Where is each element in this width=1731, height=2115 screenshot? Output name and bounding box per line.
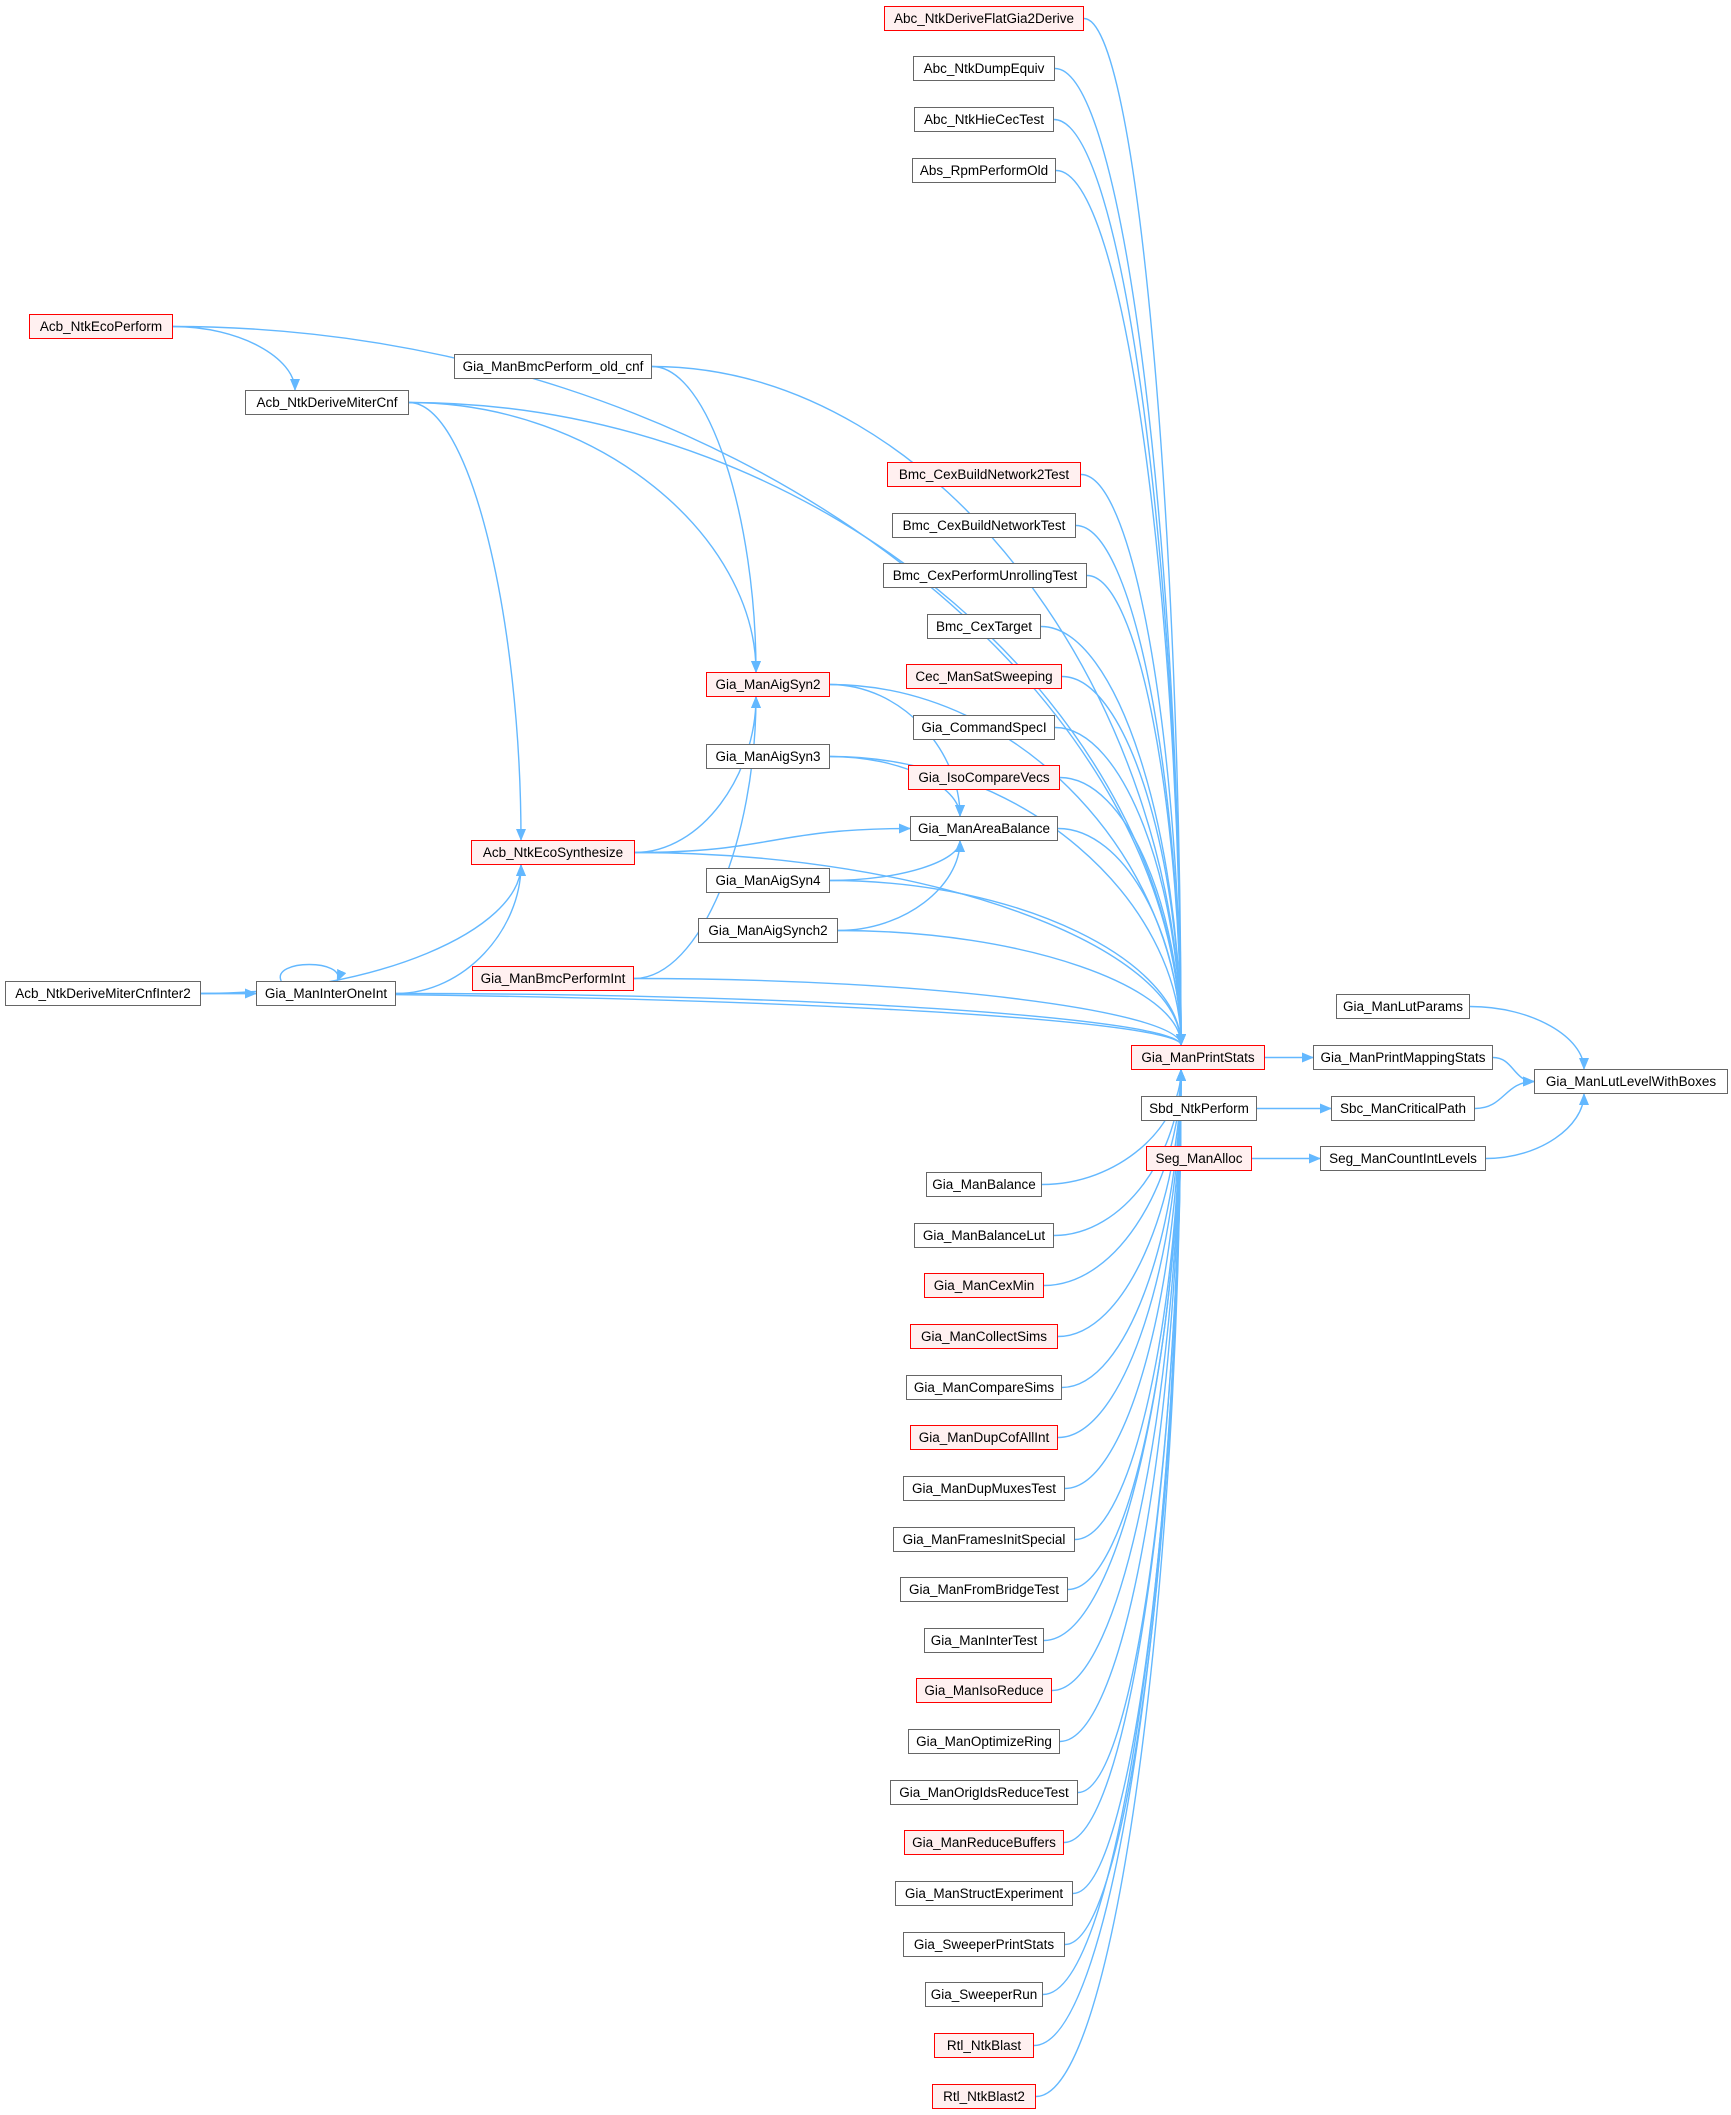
- node-gia-manstructexperiment[interactable]: Gia_ManStructExperiment: [895, 1881, 1073, 1906]
- edge-inter-one-int-to-acb-eco-synth: [395, 864, 526, 995]
- node-gia-manbalance[interactable]: Gia_ManBalance: [926, 1172, 1042, 1197]
- edge-bmc-perform-int-to-print-stats: [633, 977, 1186, 1046]
- node-gia-mandupmuxestest[interactable]: Gia_ManDupMuxesTest: [903, 1476, 1065, 1501]
- edge-acb-eco-synth-to-print-stats: [634, 851, 1186, 1046]
- edge-abc-derive-flat-to-print-stats: [1083, 17, 1186, 1046]
- node-gia-manbmcperform-old-cnf[interactable]: Gia_ManBmcPerform_old_cnf: [454, 354, 652, 379]
- node-gia-sweeperrun[interactable]: Gia_SweeperRun: [925, 1982, 1043, 2007]
- node-abc-ntkderiveflatgia2derive[interactable]: Abc_NtkDeriveFlatGia2Derive: [884, 6, 1084, 31]
- edge-inter-test-to-print-stats: [1043, 1069, 1186, 1642]
- node-gia-manframesinitspecial[interactable]: Gia_ManFramesInitSpecial: [893, 1527, 1075, 1552]
- node-gia-manoptimizering[interactable]: Gia_ManOptimizeRing: [908, 1729, 1060, 1754]
- edge-collect-sims-to-print-stats: [1057, 1069, 1186, 1338]
- edge-iso-reduce-to-print-stats: [1051, 1069, 1186, 1692]
- node-gia-manareabalance[interactable]: Gia_ManAreaBalance: [910, 816, 1058, 841]
- edge-abs-rpm-to-print-stats: [1055, 169, 1186, 1046]
- edge-acb-eco-perform-to-acb-derive-miter-cnf: [172, 325, 300, 391]
- edge-rtl-blast2-to-print-stats: [1035, 1069, 1186, 2098]
- edge-compare-sims-to-print-stats: [1061, 1069, 1186, 1389]
- edge-sbc-critical-path-to-lut-level-with-boxes: [1474, 1076, 1535, 1110]
- node-sbd-ntkperform[interactable]: Sbd_NtkPerform: [1141, 1096, 1257, 1121]
- edge-acb-eco-perform-to-print-stats: [172, 325, 1186, 1046]
- edge-inter-one-int-to-inter-one-int: [279, 963, 347, 982]
- node-gia-isocomparevecs[interactable]: Gia_IsoCompareVecs: [908, 765, 1060, 790]
- node-bmc-cexperformunrollingtest[interactable]: Bmc_CexPerformUnrollingTest: [883, 563, 1087, 588]
- node-gia-manaigsyn3[interactable]: Gia_ManAigSyn3: [706, 744, 830, 769]
- node-abs-rpmperformold[interactable]: Abs_RpmPerformOld: [912, 158, 1056, 183]
- node-gia-mancomparesims[interactable]: Gia_ManCompareSims: [906, 1375, 1062, 1400]
- node-gia-man-intertest[interactable]: Gia_ManInterTest: [924, 1628, 1044, 1653]
- node-sbc-mancriticalpath[interactable]: Sbc_ManCriticalPath: [1331, 1096, 1475, 1121]
- node-gia-manaigsynch2[interactable]: Gia_ManAigSynch2: [698, 918, 838, 943]
- node-abc-ntkdumpequiv[interactable]: Abc_NtkDumpEquiv: [913, 56, 1055, 81]
- edge-seg-count-int-levels-to-lut-level-with-boxes: [1485, 1093, 1589, 1160]
- node-bmc-cexbuildnetwork2test[interactable]: Bmc_CexBuildNetwork2Test: [887, 462, 1081, 487]
- edge-aig-synch2-to-area-balance: [837, 840, 965, 932]
- node-rtl-ntkblast2[interactable]: Rtl_NtkBlast2: [932, 2084, 1036, 2109]
- node-gia-manaigsyn2[interactable]: Gia_ManAigSyn2: [706, 672, 830, 697]
- node-gia-mancollectsims[interactable]: Gia_ManCollectSims: [910, 1324, 1058, 1349]
- node-gia-sweeperprintstats[interactable]: Gia_SweeperPrintStats: [903, 1932, 1065, 1957]
- edge-aig-syn3-to-print-stats: [829, 755, 1186, 1046]
- node-acb-ntkecoperform[interactable]: Acb_NtkEcoPerform: [29, 314, 173, 339]
- node-acb-ntkecosynthesize[interactable]: Acb_NtkEcoSynthesize: [471, 840, 635, 865]
- node-gia-manreducebuffers[interactable]: Gia_ManReduceBuffers: [904, 1830, 1064, 1855]
- node-gia-manlutparams[interactable]: Gia_ManLutParams: [1336, 994, 1470, 1019]
- node-gia-manorigidsreducetest[interactable]: Gia_ManOrigIdsReduceTest: [890, 1780, 1078, 1805]
- edge-lut-params-to-lut-level-with-boxes: [1469, 1005, 1589, 1070]
- node-seg-mancountintlevels[interactable]: Seg_ManCountIntLevels: [1320, 1146, 1486, 1171]
- edge-bmc-cex-unroll-to-print-stats: [1086, 574, 1186, 1046]
- edge-aig-syn4-to-print-stats: [829, 879, 1186, 1046]
- node-gia-manintereoneint[interactable]: Gia_ManInterOneInt: [256, 981, 396, 1006]
- edge-cec-sat-sweep-to-print-stats: [1061, 675, 1186, 1046]
- edge-dup-cof-all-to-print-stats: [1057, 1069, 1186, 1439]
- node-seg-manalloc[interactable]: Seg_ManAlloc: [1146, 1146, 1252, 1171]
- edge-area-balance-to-print-stats: [1057, 827, 1186, 1046]
- node-gia-manlutlevelwithboxes[interactable]: Gia_ManLutLevelWithBoxes: [1534, 1069, 1728, 1094]
- edge-bmc-old-cnf-to-aig-syn2: [651, 365, 761, 673]
- node-gia-manaigsyn4[interactable]: Gia_ManAigSyn4: [706, 868, 830, 893]
- node-gia-manprintmappingstats[interactable]: Gia_ManPrintMappingStats: [1313, 1045, 1493, 1070]
- node-gia-mancexmin[interactable]: Gia_ManCexMin: [924, 1273, 1044, 1298]
- edge-aig-synch2-to-print-stats: [837, 929, 1186, 1046]
- edge-acb-miter-inter2-to-print-stats: [200, 992, 1186, 1046]
- node-gia-mandupcofallint[interactable]: Gia_ManDupCofAllInt: [910, 1425, 1058, 1450]
- node-gia-manfrombridgetest[interactable]: Gia_ManFromBridgeTest: [900, 1577, 1068, 1602]
- node-acb-ntkderivemitercnfinter2[interactable]: Acb_NtkDeriveMiterCnfInter2: [5, 981, 201, 1006]
- node-gia-manisoreduce[interactable]: Gia_ManIsoReduce: [916, 1678, 1052, 1703]
- node-gia-manbalancelut[interactable]: Gia_ManBalanceLut: [914, 1223, 1054, 1248]
- node-cec-mansatsweeping[interactable]: Cec_ManSatSweeping: [906, 664, 1062, 689]
- node-gia-manbmcperformint[interactable]: Gia_ManBmcPerformInt: [472, 966, 634, 991]
- edge-inter-one-int-to-print-stats: [395, 992, 1186, 1046]
- edge-acb-derive-miter-cnf-to-print-stats: [408, 401, 1186, 1046]
- edge-acb-eco-synth-to-area-balance: [634, 823, 911, 854]
- node-rtl-ntkblast[interactable]: Rtl_NtkBlast: [934, 2033, 1034, 2058]
- edge-acb-derive-miter-cnf-to-acb-eco-synth: [408, 401, 526, 841]
- node-gia-commandspeci[interactable]: Gia_CommandSpecI: [913, 715, 1055, 740]
- edge-acb-eco-synth-to-aig-syn2: [634, 696, 761, 854]
- node-gia-manprintstats[interactable]: Gia_ManPrintStats: [1131, 1045, 1265, 1070]
- node-abc-ntkhiecectest[interactable]: Abc_NtkHieCecTest: [914, 107, 1054, 132]
- node-bmc-cexbuildnetworktest[interactable]: Bmc_CexBuildNetworkTest: [892, 513, 1076, 538]
- edge-acb-derive-miter-cnf-to-aig-syn2: [408, 401, 761, 673]
- edge-optimize-ring-to-print-stats: [1059, 1069, 1186, 1743]
- edge-iso-compare-to-print-stats: [1059, 776, 1186, 1046]
- edge-balance-to-print-stats: [1041, 1069, 1186, 1186]
- node-acb-ntkderivemitercnf[interactable]: Acb_NtkDeriveMiterCnf: [245, 390, 409, 415]
- node-bmc-cextarget[interactable]: Bmc_CexTarget: [927, 614, 1041, 639]
- edge-cmd-specl-to-print-stats: [1054, 726, 1186, 1046]
